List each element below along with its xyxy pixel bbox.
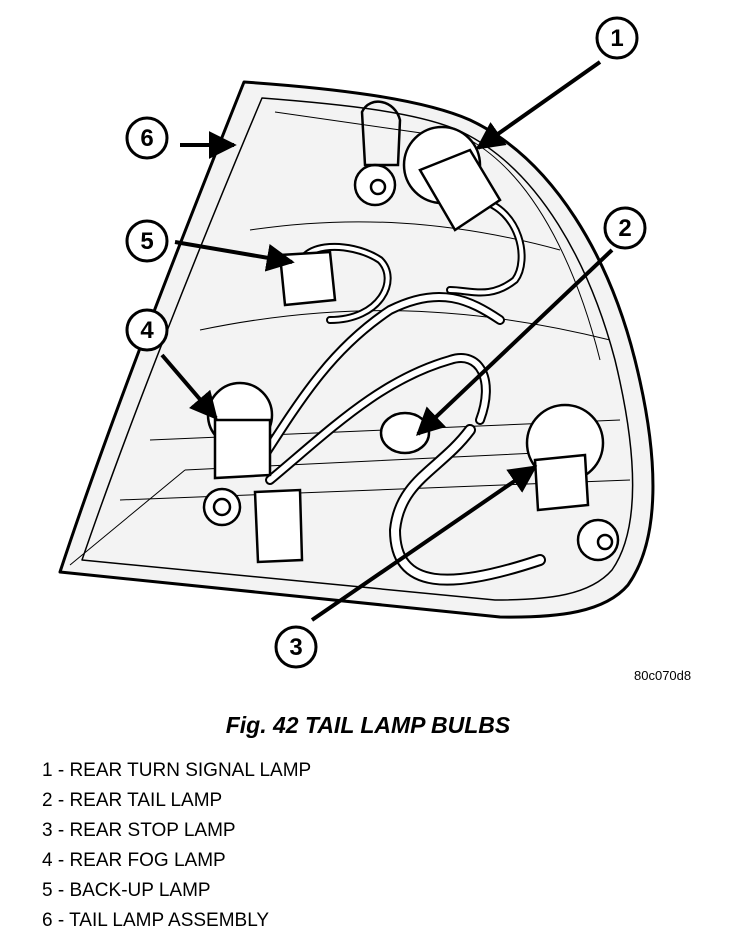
legend-item: 2 - REAR TAIL LAMP (42, 790, 223, 811)
callout-1: 1 (595, 16, 639, 60)
figure-code: 80c070d8 (634, 668, 692, 683)
arrow-1 (475, 60, 602, 150)
callout-label: 6 (140, 125, 153, 152)
arrow-3 (310, 465, 538, 622)
callout-label: 3 (289, 634, 302, 661)
legend-item: 4 - REAR FOG LAMP (42, 850, 226, 871)
callout-label: 2 (618, 215, 631, 242)
legend-item: 3 - REAR STOP LAMP (42, 820, 236, 841)
callout-4: 4 (125, 308, 169, 352)
arrow-4 (160, 353, 218, 421)
callout-5: 5 (125, 219, 169, 263)
legend-item: 6 - TAIL LAMP ASSEMBLY (42, 910, 270, 931)
callout-label: 1 (610, 25, 623, 52)
figure-title: Fig. 42 TAIL LAMP BULBS (225, 712, 511, 738)
legend-item: 1 - REAR TURN SIGNAL LAMP (42, 760, 312, 781)
callout-2: 2 (603, 206, 647, 250)
wiring-harness (250, 196, 546, 586)
callout-label: 5 (140, 228, 153, 255)
legend-list: 1 - REAR TURN SIGNAL LAMP 2 - REAR TAIL … (42, 756, 311, 936)
callout-6: 6 (125, 116, 169, 160)
legend-item: 5 - BACK-UP LAMP (42, 880, 211, 901)
leader-arrows (160, 60, 614, 622)
callout-label: 4 (140, 317, 154, 344)
bulb-sockets (202, 100, 620, 564)
arrow-2 (415, 248, 614, 436)
tail-lamp-diagram: 1 2 3 4 5 6 (58, 16, 655, 669)
callout-3: 3 (274, 625, 318, 669)
arrow-5 (174, 240, 295, 272)
